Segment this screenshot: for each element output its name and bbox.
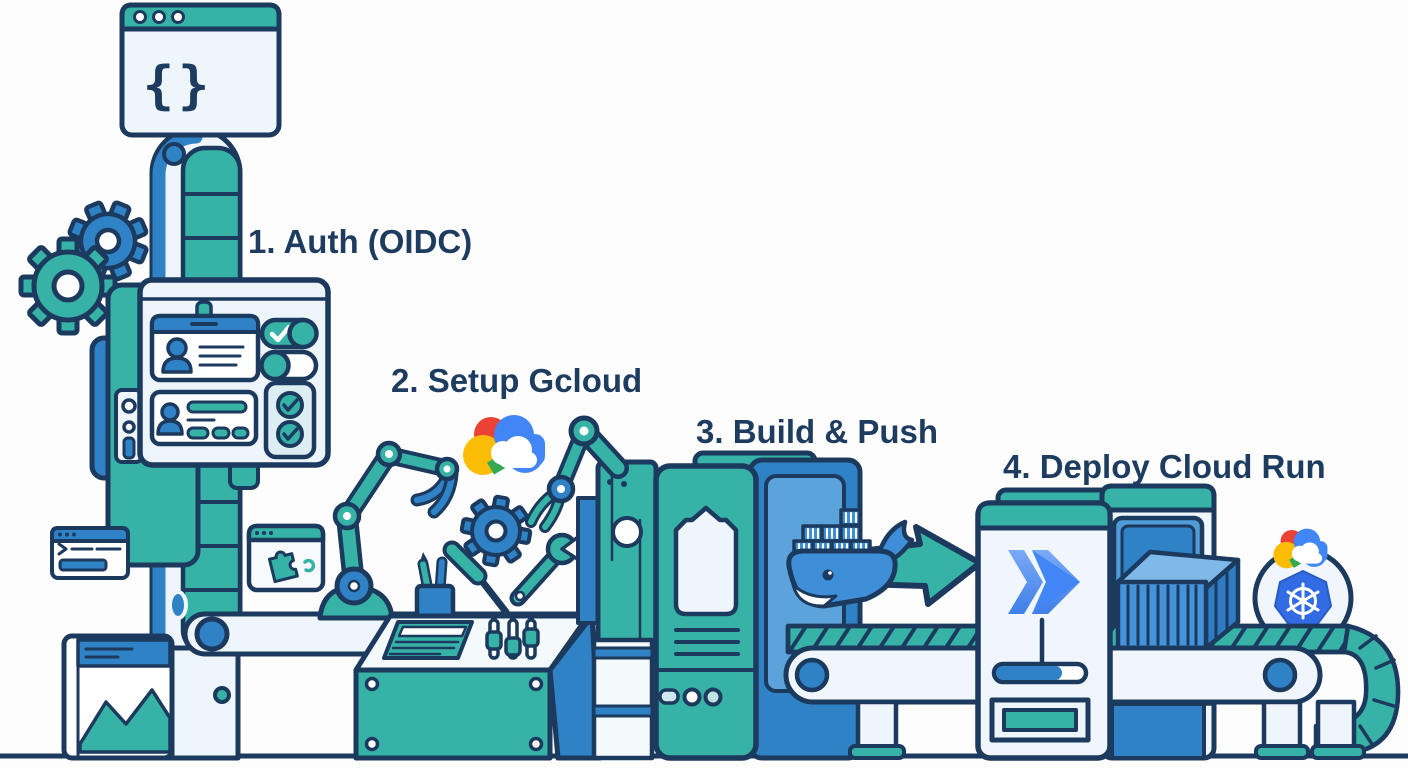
terminal-window-icon	[50, 526, 130, 580]
window-dot-icon	[152, 10, 166, 24]
window-dot-icon	[133, 10, 147, 24]
pedestal	[169, 645, 241, 761]
chart-window-icon	[61, 633, 175, 761]
pulley-icon	[162, 142, 186, 166]
output-slot	[989, 697, 1091, 743]
whale-belly	[791, 583, 838, 608]
step-2-label: 2. Setup Gcloud	[391, 362, 642, 399]
avatar	[160, 402, 180, 422]
avatar	[166, 337, 188, 359]
avatar	[156, 419, 184, 436]
progress-bar-icon	[991, 661, 1089, 685]
gear-small-blue-icon	[459, 494, 533, 568]
window-dot-icon	[171, 10, 185, 24]
robot-arm-right-icon	[525, 415, 659, 761]
bolt-icon	[528, 676, 544, 692]
robot-arm-left-icon	[317, 440, 460, 621]
sliders-icon	[485, 615, 540, 660]
bolt-icon	[364, 676, 380, 692]
code-window-icon: {}	[119, 2, 282, 138]
step-1-label: 1. Auth (OIDC)	[248, 223, 472, 260]
document-icon	[382, 620, 474, 660]
deploy-machine	[975, 500, 1113, 761]
toggle-off-icon	[259, 349, 319, 382]
pencil-cup-icon	[414, 552, 456, 621]
gear-teal-icon	[18, 236, 118, 336]
prompt-chevron-icon	[57, 542, 68, 556]
workbench	[353, 613, 603, 761]
id-badge-icon	[149, 300, 261, 383]
roller-icon	[794, 657, 830, 693]
gcloud-logo-small-icon	[1273, 528, 1328, 569]
shipping-container-icon	[1115, 549, 1241, 651]
code-braces: {}	[143, 56, 214, 116]
shield-slot-icon	[673, 505, 739, 617]
id-card-icon	[149, 389, 259, 447]
step-3-label: 3. Build & Push	[696, 413, 938, 450]
pulley-icon	[168, 590, 188, 620]
puzzle-window-icon	[246, 523, 326, 593]
roller-icon	[194, 616, 230, 652]
roller-icon	[1262, 657, 1298, 693]
bolt-icon	[528, 736, 544, 752]
toggle-on-icon	[259, 317, 319, 350]
cloud-run-icon	[1008, 550, 1080, 614]
belt-leg	[1315, 699, 1357, 755]
gcloud-logo-icon	[463, 415, 545, 475]
checklist-icon	[263, 380, 317, 460]
auth-machine	[89, 277, 331, 568]
step-4-label: 4. Deploy Cloud Run	[1003, 448, 1326, 485]
line-chart-icon	[78, 688, 172, 754]
bolt-icon	[364, 736, 380, 752]
docker-whale-icon	[786, 508, 915, 609]
avatar	[161, 356, 193, 374]
screwdriver-icon	[442, 540, 510, 616]
